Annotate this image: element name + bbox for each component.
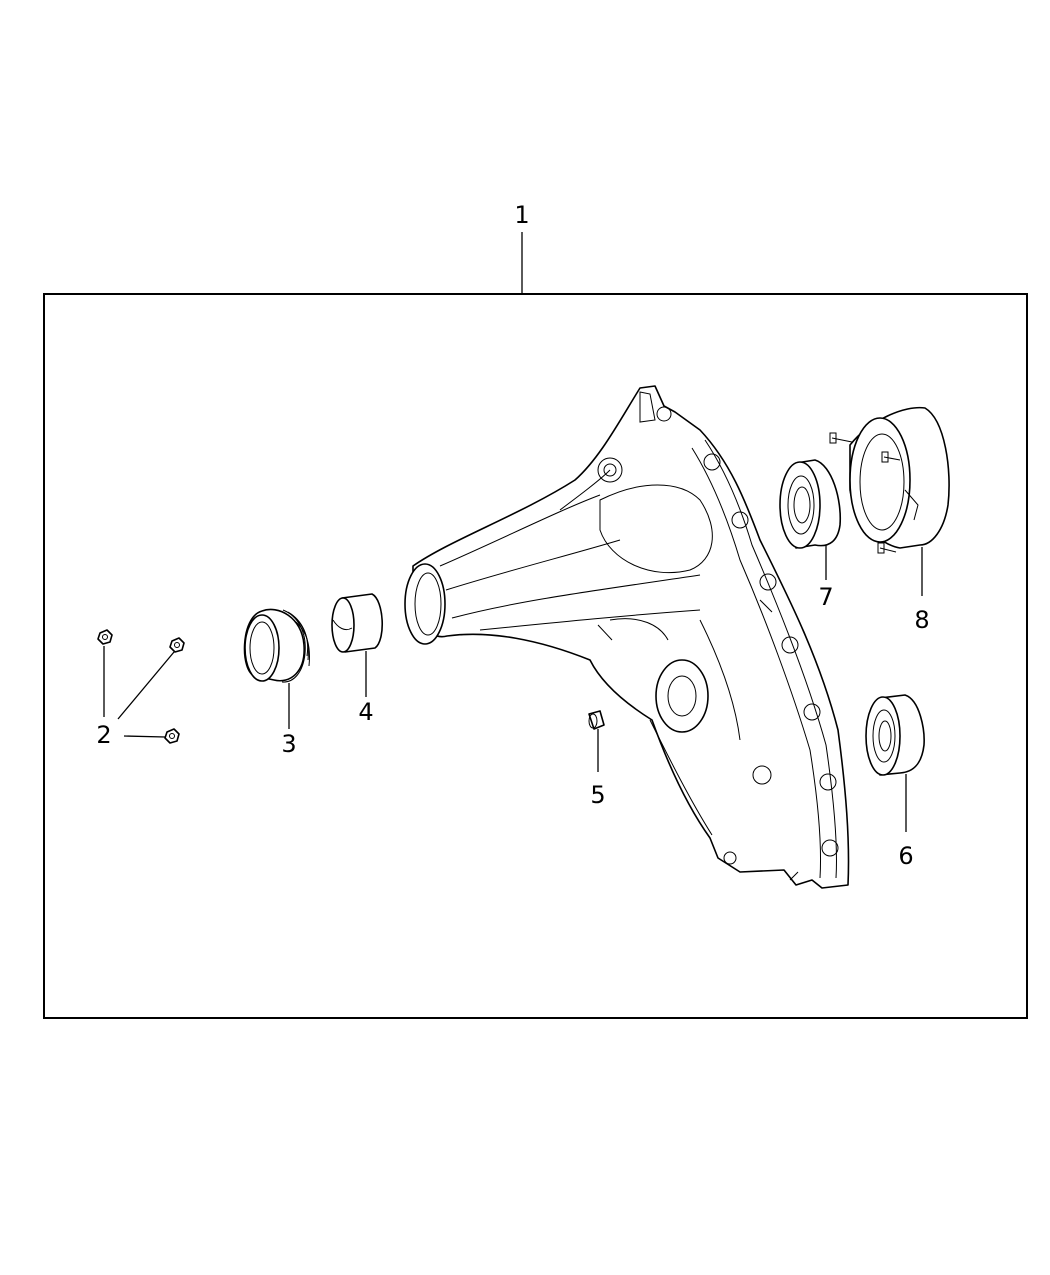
bearing-icon [865,694,925,776]
callout-3: 3 [281,730,296,758]
callout-1: 1 [514,201,529,229]
callout-6: 6 [898,842,913,870]
callout-4: 4 [358,698,373,726]
plug-icon [588,710,605,730]
oil-pump-ring-icon [829,406,950,554]
nut-icon [97,629,113,645]
callout-2: 2 [96,721,111,749]
bushing-icon [331,593,384,653]
seal-retainer-icon [243,608,310,683]
leader-2b [117,651,175,720]
callout-7: 7 [818,583,833,611]
assembly-frame [43,293,1028,1019]
leader-2c [123,735,166,738]
callout-5: 5 [590,781,605,809]
callout-8: 8 [914,606,929,634]
nut-icon [169,637,185,653]
bearing-icon [779,459,842,549]
transfer-case-housing-icon [404,385,850,889]
nut-icon [164,728,180,744]
